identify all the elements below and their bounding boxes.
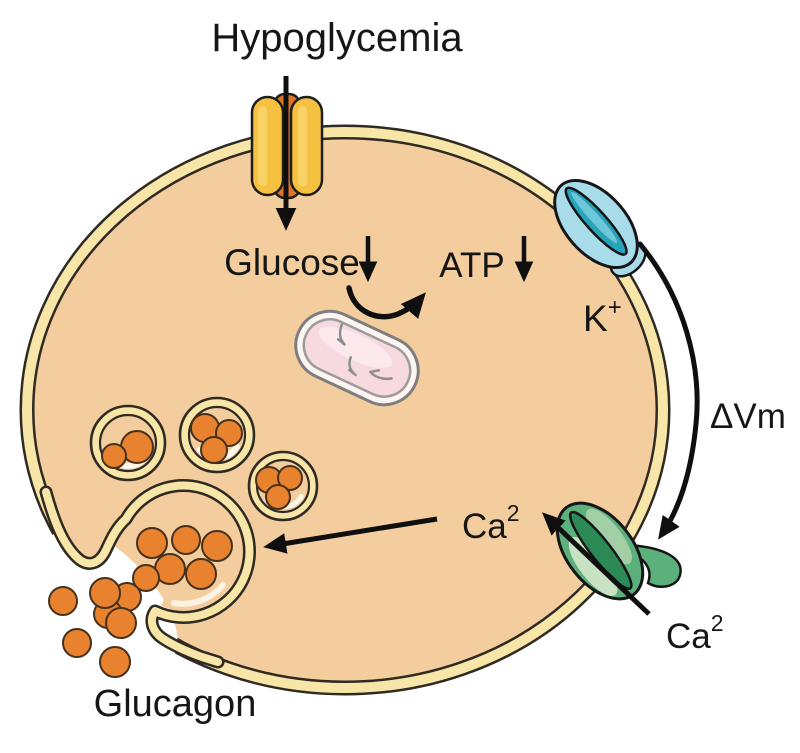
- exocytosis-pit-membrane-band: [42, 481, 254, 666]
- mitochondrion-highlight: [318, 326, 393, 368]
- hypoglycemia-label: Hypoglycemia: [211, 16, 463, 60]
- crista: [348, 356, 357, 377]
- glucagon-granule: [48, 586, 78, 616]
- calcium-outside-label: Ca2: [666, 610, 724, 656]
- glucagon-granule: [200, 436, 228, 464]
- cell-membrane-band: [22, 127, 668, 693]
- glucose-transporter-channel: [250, 92, 324, 200]
- glucagon-granule: [277, 465, 303, 491]
- potassium-label: K+: [583, 294, 622, 339]
- glucagon-granule: [136, 527, 168, 559]
- calcium-channel: [555, 501, 645, 601]
- secretory-vesicle: [89, 404, 167, 482]
- glucagon-granule: [101, 443, 127, 469]
- secretory-vesicle: [178, 396, 256, 474]
- glucagon-granule: [105, 607, 137, 639]
- transporter-left-lobe: [250, 95, 285, 197]
- mitochondrion: [294, 309, 420, 407]
- calcium-signal-arrow: [263, 516, 438, 554]
- potassium-channel-highlight: [571, 192, 618, 243]
- glucagon-granule: [99, 646, 131, 678]
- glucagon-granule: [62, 628, 92, 658]
- metabolism-curved-arrow: [346, 285, 426, 320]
- glucagon-granule: [132, 564, 160, 592]
- pit-highlight: [171, 582, 226, 607]
- calcium-channel-pore: [568, 510, 633, 590]
- glucose-label: Glucose: [224, 242, 360, 283]
- transporter-highlight: [258, 106, 267, 186]
- calcium-channel-highlight: [585, 508, 632, 565]
- glucagon-granule: [171, 525, 201, 555]
- membrane-potential-arrow: [637, 241, 700, 540]
- glucagon-granule: [89, 577, 121, 609]
- calcium-influx-arrow: [541, 512, 651, 616]
- glucagon-granule: [185, 558, 217, 590]
- atp-label: ATP: [439, 246, 504, 285]
- crista: [336, 323, 346, 346]
- secretory-vesicle: [247, 450, 319, 522]
- glucagon-label: Glucagon: [94, 683, 257, 725]
- transporter-highlight: [298, 106, 307, 186]
- glucagon-granules: [48, 525, 233, 678]
- glucagon-granule: [265, 484, 291, 510]
- crista: [369, 369, 393, 381]
- potassium-channel: [553, 178, 647, 278]
- calcium-inside-label: Ca2: [462, 500, 520, 546]
- calcium-channel-tail: [628, 543, 682, 588]
- glucagon-granule: [201, 530, 233, 562]
- delta-vm-label: ΔVm: [710, 397, 786, 436]
